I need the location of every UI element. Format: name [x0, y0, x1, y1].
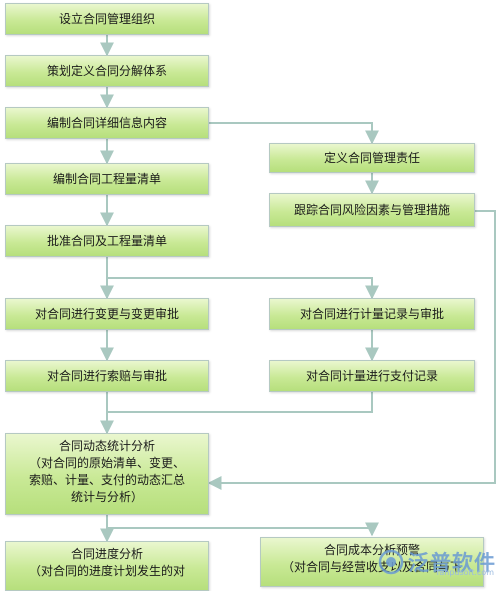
node-title: 合同进度分析: [70, 547, 143, 561]
node-label: 对合同进行索赔与审批: [46, 368, 167, 383]
node-label: 对合同计量进行支付记录: [305, 368, 438, 383]
node-desc-line: （对合同的原始清单、变更、: [28, 456, 185, 470]
watermark-url: fanpusoft.com: [436, 568, 494, 577]
logo-icon: [378, 549, 404, 575]
node-compile-quantity-list: 编制合同工程量清单: [5, 163, 209, 195]
arrow-n8-r5: [107, 522, 379, 537]
node-change-approval: 对合同进行变更与变更审批: [5, 298, 209, 330]
node-claim-approval: 对合同进行索赔与审批: [5, 360, 209, 392]
node-dynamic-statistics: 合同动态统计分析 （对合同的原始清单、变更、 索赔、计量、支付的动态汇总 统计与…: [5, 433, 209, 515]
node-setup-organization: 设立合同管理组织: [5, 3, 209, 35]
node-compile-details: 编制合同详细信息内容: [5, 107, 209, 139]
node-label: 编制合同详细信息内容: [46, 115, 167, 130]
node-desc-line: 索赔、计量、支付的动态汇总: [28, 473, 185, 487]
node-desc-line: （对合同的进度计划发生的对: [28, 564, 185, 578]
node-measurement-approval: 对合同进行计量记录与审批: [269, 298, 475, 330]
node-label: 跟踪合同风险因素与管理措施: [293, 202, 450, 217]
arrow-r2-n8: [207, 210, 496, 490]
node-desc-line: 统计与分析）: [70, 490, 143, 504]
node-label: 对合同进行变更与变更审批: [34, 306, 179, 321]
node-approve-contract: 批准合同及工程量清单: [5, 225, 209, 257]
arrow-r4-n8: [107, 392, 373, 413]
flowchart-canvas: [100, 35, 496, 543]
node-label: 对合同进行计量记录与审批: [299, 306, 444, 321]
node-track-risk: 跟踪合同风险因素与管理措施: [269, 193, 475, 227]
node-label: 编制合同工程量清单: [52, 171, 161, 186]
node-payment-record: 对合同计量进行支付记录: [269, 360, 475, 392]
node-title: 合同动态统计分析: [58, 439, 155, 453]
node-label: 定义合同管理责任: [323, 150, 420, 165]
watermark-text: 泛普软件: [408, 551, 496, 575]
node-label: 批准合同及工程量清单: [46, 233, 167, 248]
node-define-responsibility: 定义合同管理责任: [269, 143, 475, 173]
arrow-n5-r3: [107, 277, 379, 300]
node-plan-breakdown: 策划定义合同分解体系: [5, 55, 209, 87]
node-desc-line: （对合同与经营收支以及合同与下: [281, 560, 462, 574]
watermark-logo: 泛普软件: [378, 547, 496, 577]
arrow-n3-r1: [209, 122, 379, 145]
node-progress-analysis: 合同进度分析 （对合同的进度计划发生的对: [5, 541, 209, 591]
node-label: 策划定义合同分解体系: [46, 63, 167, 78]
node-label: 设立合同管理组织: [58, 11, 155, 26]
